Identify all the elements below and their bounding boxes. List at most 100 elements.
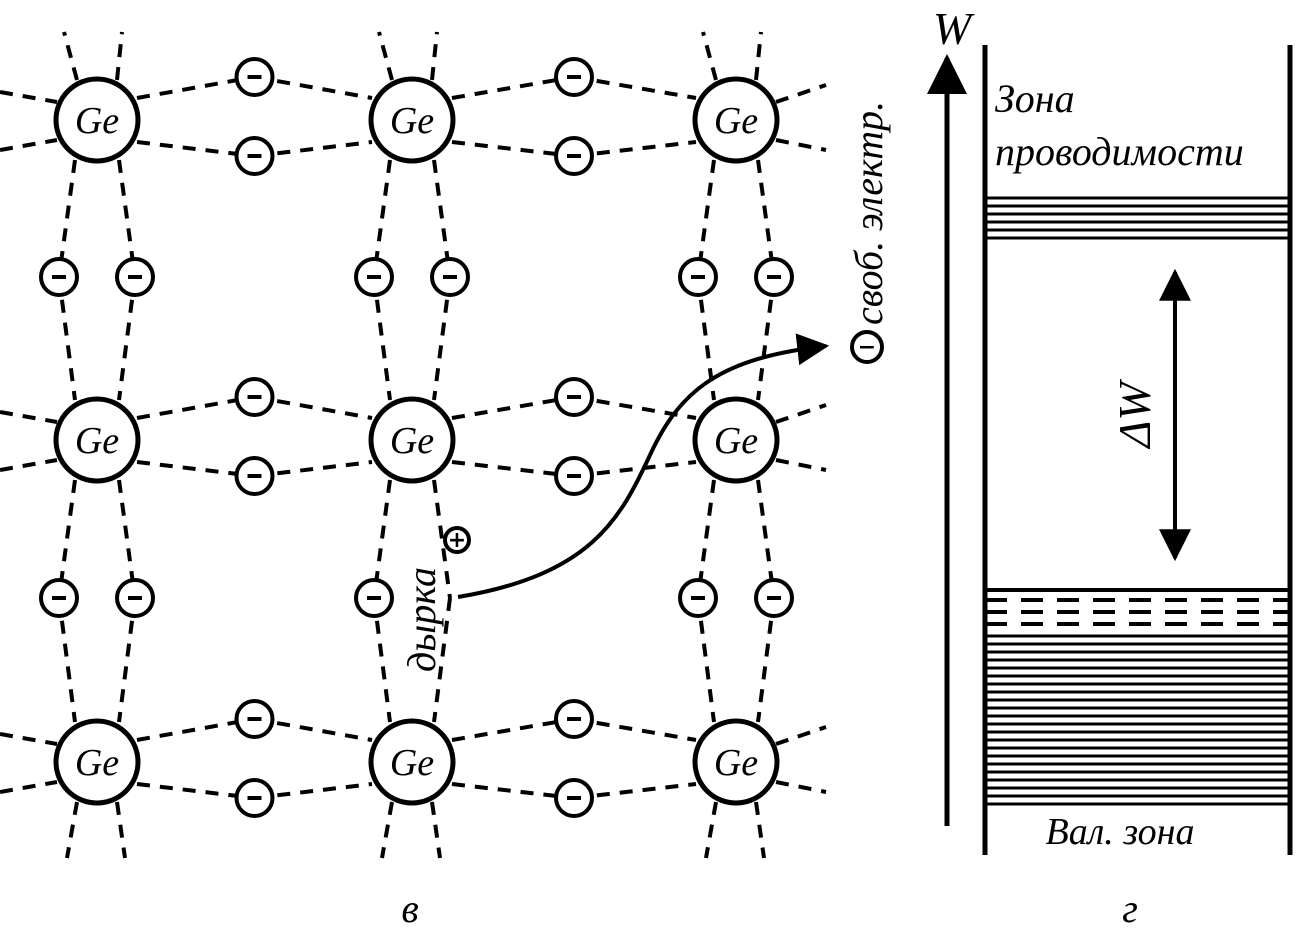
bond-electron bbox=[554, 778, 594, 818]
bond-line bbox=[115, 801, 127, 859]
bond-line bbox=[451, 75, 575, 100]
bond-line bbox=[451, 140, 575, 158]
bond-line bbox=[254, 460, 373, 478]
bond-line bbox=[573, 75, 697, 100]
ge-atom: Ge bbox=[368, 718, 456, 806]
bond-line bbox=[115, 31, 124, 81]
bond-line bbox=[573, 717, 697, 742]
hole-label: дырка bbox=[399, 567, 444, 672]
bond-electron bbox=[354, 578, 394, 618]
electron-transition-arrow bbox=[457, 333, 830, 599]
bond-line bbox=[451, 717, 575, 742]
electron-minus-sign bbox=[367, 596, 381, 600]
valence-band-label: Вал. зона bbox=[1046, 811, 1195, 853]
ge-atom: Ge bbox=[53, 76, 141, 164]
bond-electrons bbox=[39, 57, 794, 818]
bond-line bbox=[756, 597, 776, 723]
electron-minus-sign bbox=[567, 395, 581, 399]
electron-minus-sign bbox=[247, 474, 262, 478]
bond-electron bbox=[234, 377, 275, 417]
bond-line bbox=[254, 75, 373, 100]
bond-line bbox=[430, 801, 442, 859]
bond-electron bbox=[354, 257, 394, 297]
bond-line bbox=[380, 801, 394, 859]
bond-line bbox=[756, 276, 776, 401]
bond-line bbox=[775, 458, 827, 472]
band-gap-label: ΔW bbox=[1109, 379, 1160, 450]
bond-line bbox=[432, 479, 452, 599]
bond-line bbox=[0, 138, 58, 152]
bond-line bbox=[754, 801, 766, 859]
bond-electron bbox=[39, 257, 79, 297]
ge-atom-label: Ge bbox=[714, 100, 758, 142]
electron-minus-sign bbox=[567, 474, 581, 478]
hole: + bbox=[443, 526, 471, 554]
bond-line bbox=[451, 460, 575, 478]
bond-electron bbox=[430, 257, 470, 297]
bond-electron bbox=[234, 57, 275, 97]
electron-minus-sign bbox=[567, 796, 581, 800]
electron-minus-sign bbox=[247, 395, 262, 399]
bond-electron bbox=[115, 578, 155, 618]
bond-line bbox=[701, 31, 718, 81]
bond-line bbox=[117, 597, 137, 723]
bond-line bbox=[775, 403, 827, 424]
bond-line bbox=[0, 410, 58, 424]
electron-minus-sign bbox=[691, 275, 705, 279]
bond-line bbox=[372, 276, 392, 401]
bond-line bbox=[775, 83, 827, 104]
bond-line bbox=[704, 801, 718, 859]
bond-line bbox=[775, 138, 827, 152]
band-diagram-caption: г bbox=[1122, 886, 1138, 931]
bond-electron bbox=[115, 257, 155, 297]
free-electron-sign: − bbox=[858, 335, 876, 360]
conduction-band-levels bbox=[985, 196, 1290, 240]
bond-line bbox=[451, 395, 575, 420]
ge-atom-label: Ge bbox=[714, 742, 758, 784]
bond-line bbox=[432, 597, 452, 723]
bond-electron bbox=[754, 578, 794, 618]
bond-line bbox=[62, 31, 79, 81]
ge-atom: Ge bbox=[692, 396, 780, 484]
bond-line bbox=[117, 276, 137, 401]
bond-line bbox=[696, 597, 716, 723]
bond-line bbox=[372, 597, 392, 723]
bond-line bbox=[57, 276, 77, 401]
energy-axis-label: W bbox=[933, 3, 975, 54]
bond-line bbox=[573, 782, 697, 800]
electron-minus-sign bbox=[767, 275, 781, 279]
ge-atom-label: Ge bbox=[390, 100, 434, 142]
electron-minus-sign bbox=[247, 154, 262, 158]
bond-electron bbox=[554, 456, 594, 496]
bond-line bbox=[254, 717, 373, 742]
bond-line bbox=[65, 801, 79, 859]
electron-minus-sign bbox=[247, 75, 262, 79]
bond-electron bbox=[554, 377, 594, 417]
ge-atom-label: Ge bbox=[390, 420, 434, 462]
electron-minus-sign bbox=[247, 796, 262, 800]
band-diagram: W Зона проводимости ΔW Вал. зона г bbox=[927, 3, 1293, 931]
ge-atom-label: Ge bbox=[390, 742, 434, 784]
bond-line bbox=[775, 725, 827, 746]
electron-minus-sign bbox=[567, 717, 581, 721]
ge-atom: Ge bbox=[692, 76, 780, 164]
bond-electron bbox=[39, 578, 79, 618]
bond-electron bbox=[554, 136, 594, 176]
bond-electron bbox=[234, 136, 275, 176]
bond-electron bbox=[234, 456, 275, 496]
bond-electron bbox=[234, 699, 275, 739]
bond-line bbox=[57, 597, 77, 723]
ge-atom: Ge bbox=[368, 76, 456, 164]
ge-atom-label: Ge bbox=[714, 420, 758, 462]
bond-line bbox=[254, 782, 373, 800]
electron-minus-sign bbox=[247, 717, 262, 721]
bond-line bbox=[775, 780, 827, 794]
bond-electron bbox=[554, 699, 594, 739]
bond-line bbox=[451, 782, 575, 800]
bond-line bbox=[754, 31, 763, 81]
bond-electron bbox=[678, 578, 718, 618]
ge-atom: Ge bbox=[53, 396, 141, 484]
bond-electron bbox=[678, 257, 718, 297]
bond-line bbox=[254, 395, 373, 420]
